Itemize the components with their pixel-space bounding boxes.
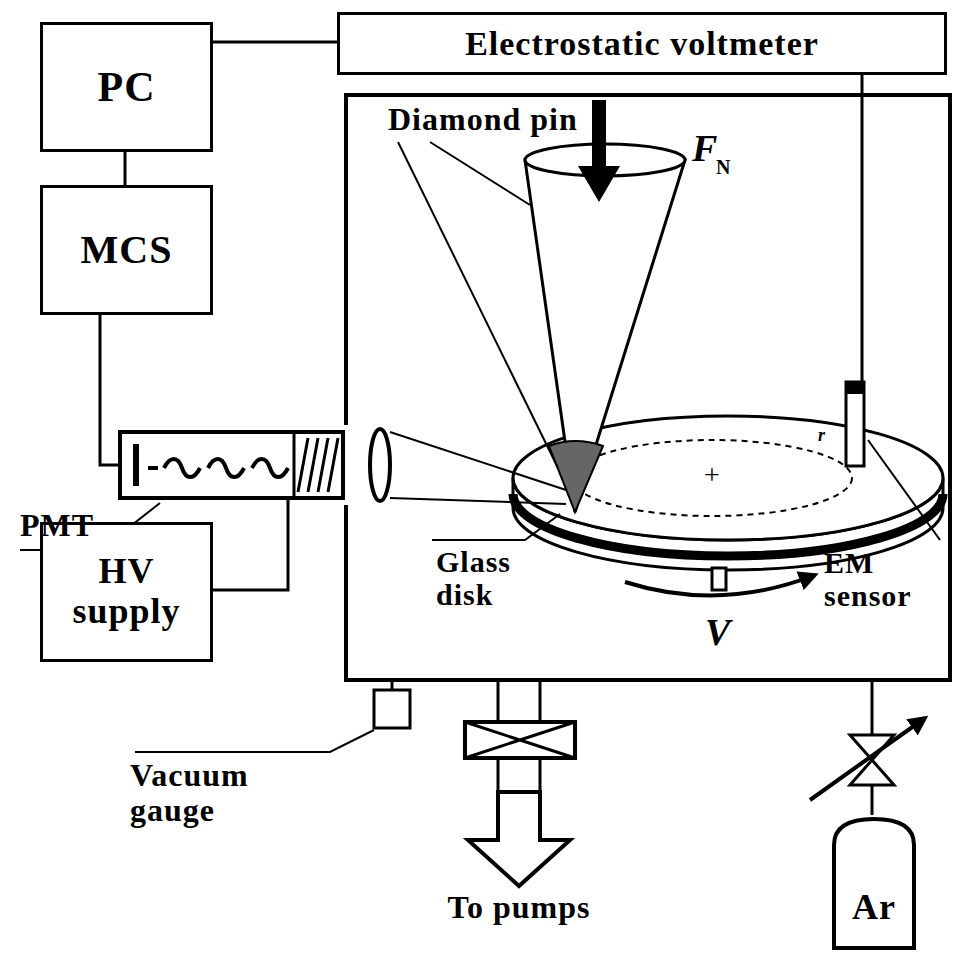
radius-symbol: r xyxy=(818,426,826,446)
cylinder-outline xyxy=(830,815,918,950)
leader-line xyxy=(868,440,940,540)
center-mark: + xyxy=(704,460,721,491)
computer-box: PC xyxy=(40,22,213,152)
leader-line xyxy=(432,514,560,540)
leader-line xyxy=(135,730,374,752)
leader-line xyxy=(398,142,558,468)
node-label: PC xyxy=(98,64,156,110)
node-label: Ar xyxy=(852,888,896,928)
signal-wire xyxy=(100,315,118,465)
diamond-pin xyxy=(525,144,685,512)
tube-outline xyxy=(118,430,345,500)
node-label: HV supply xyxy=(57,552,197,631)
part-label: Vacuum gauge xyxy=(130,758,330,828)
signal-wire xyxy=(213,41,337,44)
force-arrow xyxy=(578,100,620,202)
counter-box: MCS xyxy=(40,185,213,315)
argon-valve xyxy=(810,680,925,815)
part-label: Glass disk xyxy=(436,545,556,611)
tube-part xyxy=(148,459,288,477)
glass-disk xyxy=(513,416,943,590)
voltmeter-box: Electrostatic voltmeter xyxy=(337,12,947,75)
vacuum-chamber xyxy=(346,95,950,680)
node-label: Electrostatic voltmeter xyxy=(465,25,819,62)
part-label: Diamond pin xyxy=(388,102,578,137)
part-label: To pumps xyxy=(419,890,619,925)
signal-wire xyxy=(124,152,127,185)
force-symbol: F xyxy=(692,128,718,170)
part-label: EM sensor xyxy=(824,546,946,612)
velocity-symbol: V xyxy=(705,612,731,654)
rotation-arrow xyxy=(625,575,815,595)
vacuum-gauge xyxy=(374,690,410,728)
tube-part xyxy=(120,432,343,498)
signal-wire xyxy=(213,500,288,590)
tube-part xyxy=(294,432,338,498)
node-label: MCS xyxy=(81,228,173,272)
sensor-wire xyxy=(861,75,864,382)
node-label: PMT xyxy=(20,508,94,543)
force-subscript: N xyxy=(716,156,731,178)
em-sensor xyxy=(846,382,864,466)
tube-part xyxy=(133,444,139,486)
gas-cylinder: Ar xyxy=(830,815,918,950)
cylinder-outline xyxy=(834,819,914,948)
light-path xyxy=(390,498,566,504)
lens xyxy=(370,429,390,501)
pump-line xyxy=(465,680,575,886)
light-path xyxy=(390,432,566,490)
leader-line xyxy=(430,142,530,205)
photomultiplier-tube: PMT xyxy=(118,430,345,500)
